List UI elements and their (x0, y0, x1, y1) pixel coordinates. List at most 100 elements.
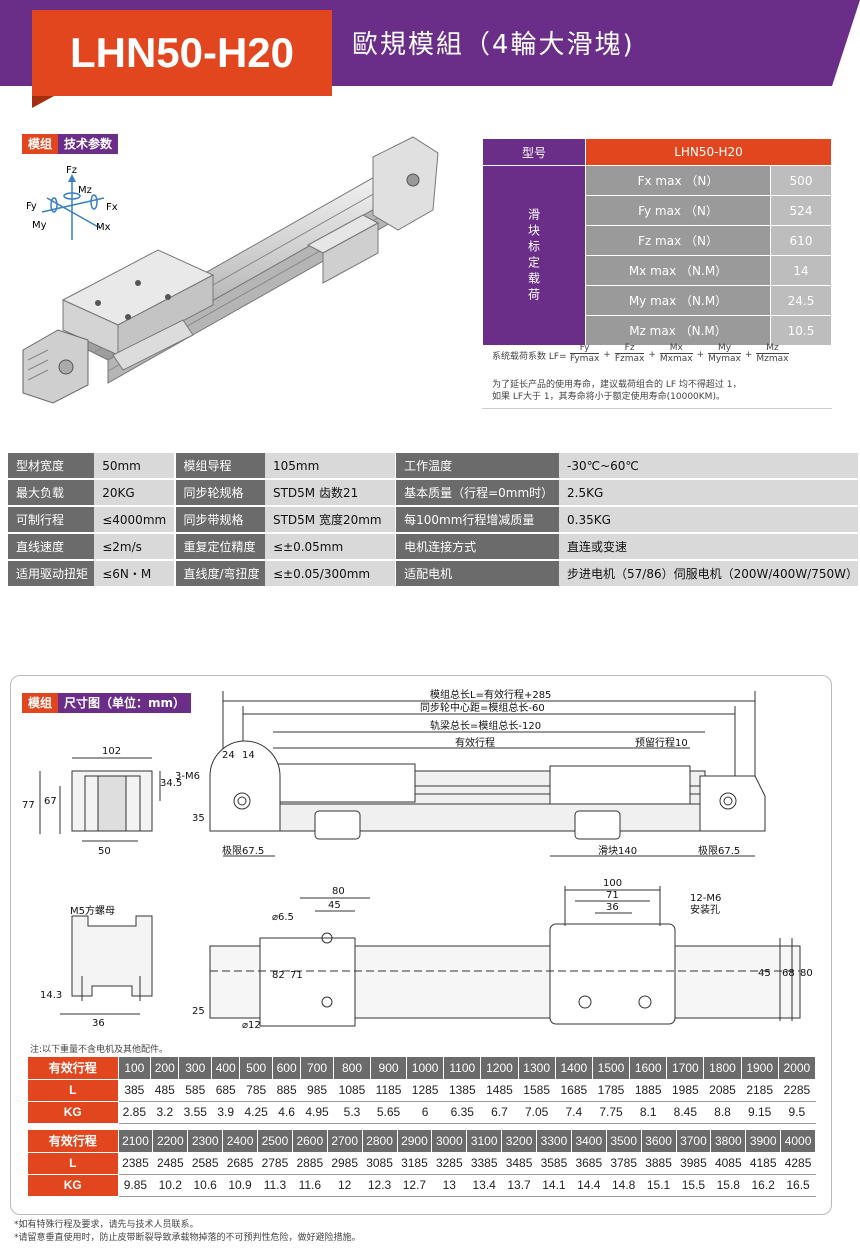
weight-cell: 10.6 (187, 1174, 224, 1197)
spec-key: 同步带规格 (175, 507, 265, 532)
spec-key: 同步轮规格 (175, 480, 265, 505)
weight-cell: 3.55 (178, 1101, 213, 1124)
dimension-frame (10, 675, 832, 1215)
weight-cell: 3.2 (150, 1101, 180, 1124)
weight-cell: 2585 (187, 1152, 224, 1175)
axis-fy-label: Fy (26, 201, 37, 212)
formula-note-2: 如果 LF大于 1，其寿命将小于额定使用寿命(10000KM)。 (492, 392, 725, 402)
weight-cell: 1985 (666, 1079, 705, 1102)
weight-cell: 600 (272, 1057, 302, 1079)
axis-diagram: Fz Mz Fy Fx My Mx (26, 165, 118, 240)
formula-note-1: 为了延长产品的使用寿命，建议载荷组合的 LF 均不得超过 1， (492, 380, 742, 390)
weight-cell: 7.4 (555, 1101, 593, 1124)
spec-gap (394, 507, 397, 532)
weight-cell: 785 (239, 1079, 273, 1102)
spec-value: STD5M 宽度20mm (264, 507, 395, 532)
spec-value: 步进电机（57/86）伺服电机（200W/400W/750W） (559, 561, 858, 586)
dim-12: ⌀12 (242, 1020, 261, 1031)
weight-cell: 385 (118, 1079, 152, 1102)
spec-value: ≤±0.05/300mm (264, 561, 395, 586)
weight-cell: 7.75 (592, 1101, 631, 1124)
weight-cell: 8.1 (629, 1101, 668, 1124)
dim-limit-left: 极限67.5 (222, 844, 264, 857)
weight-cell: 4.6 (272, 1101, 302, 1124)
tech-params-tag: 模组 技术参数 (22, 134, 119, 154)
spec-key: 重复定位精度 (175, 534, 265, 559)
weight-cell: 1100 (443, 1057, 482, 1079)
weight-cell: 1700 (666, 1057, 705, 1079)
weight-cell: 1600 (629, 1057, 668, 1079)
weight-cell: 700 (300, 1057, 334, 1079)
weight-cell: 13 (431, 1174, 468, 1197)
weight-cell: 2700 (327, 1130, 363, 1152)
weight-cell: 4000 (780, 1130, 816, 1152)
weight-cell: 9.15 (741, 1101, 779, 1124)
tag-module: 模组 (22, 134, 59, 154)
spec-gap (394, 480, 397, 505)
weight-cell: 2100 (118, 1130, 154, 1152)
weight-cell: 4185 (745, 1152, 782, 1175)
weight-cell: 1885 (629, 1079, 668, 1102)
weight-cell: 10.2 (152, 1174, 189, 1197)
model-title: LHN50-H20 (69, 29, 295, 76)
weight-row-label: L (28, 1151, 119, 1174)
weight-cell: 1185 (370, 1079, 408, 1102)
weight-cell: 1285 (406, 1079, 445, 1102)
spec-value: ≤6N・M (94, 561, 174, 586)
spec-key: 模组导程 (175, 453, 265, 478)
weight-cell: 485 (150, 1079, 180, 1102)
weight-cell: 15.8 (710, 1174, 747, 1197)
weight-cell: 10.9 (222, 1174, 258, 1197)
dim-rail: 轨梁总长=模组总长-120 (430, 719, 541, 732)
weight-cell: 3000 (431, 1130, 468, 1152)
spec-gap (394, 561, 397, 586)
dim-82: 82 (272, 970, 285, 981)
weight-row-label: KG (28, 1100, 119, 1123)
weight-cell: 3885 (641, 1152, 677, 1175)
weight-cell: 1200 (480, 1057, 519, 1079)
weight-cell: 3800 (710, 1130, 747, 1152)
dim-67: 67 (44, 796, 57, 807)
dim-45-right: 45 (758, 968, 771, 979)
weight-cell: 3500 (606, 1130, 642, 1152)
dim-14: 14 (242, 750, 255, 761)
weight-cell: 1400 (555, 1057, 593, 1079)
weight-cell: 1785 (592, 1079, 631, 1102)
weight-cell: 2185 (741, 1079, 779, 1102)
weight-row-label: 有效行程 (28, 1057, 119, 1079)
weight-row-label: L (28, 1078, 119, 1101)
spec-key: 每100mm行程增减质量 (396, 507, 560, 532)
weight-cell: 3300 (536, 1130, 572, 1152)
load-value: 524 (771, 196, 831, 225)
weight-cell: 9.85 (118, 1174, 154, 1197)
dim-45: 45 (328, 900, 341, 911)
weight-cell: 3.9 (211, 1101, 241, 1124)
load-key: Fx max （N） (586, 166, 770, 195)
weight-cell: 13.7 (501, 1174, 537, 1197)
header-tab-fold (32, 96, 54, 108)
load-value: 14 (771, 256, 831, 285)
dim-100: 100 (603, 878, 622, 889)
weight-cell: 4285 (780, 1152, 816, 1175)
weight-cell: 100 (118, 1057, 152, 1079)
dim-reserve: 预留行程10 (635, 736, 688, 749)
spec-value: STD5M 齿数21 (264, 480, 395, 505)
weight-cell: 4085 (710, 1152, 747, 1175)
weight-cell: 500 (239, 1057, 273, 1079)
weight-cell: 300 (178, 1057, 213, 1079)
weight-cell: 2900 (397, 1130, 433, 1152)
load-value: 24.5 (771, 286, 831, 315)
spec-value: ≤4000mm (94, 507, 174, 532)
